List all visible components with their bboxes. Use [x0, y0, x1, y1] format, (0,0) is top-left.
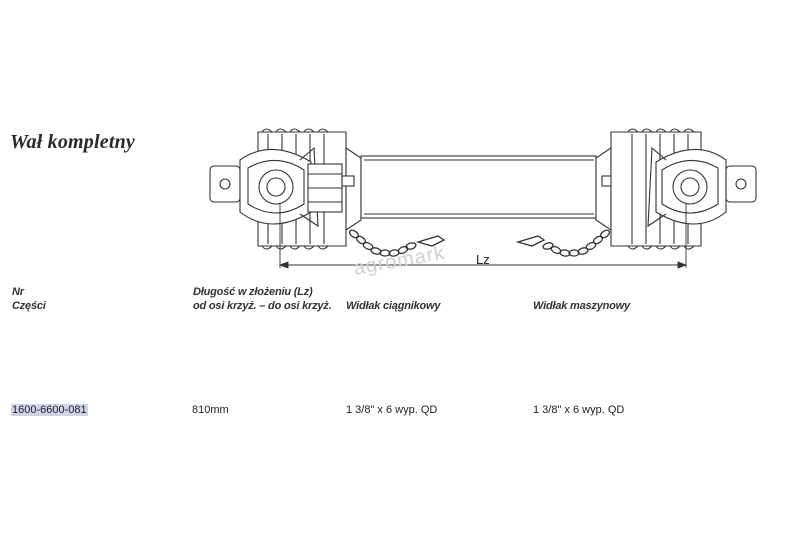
page-title: Wał kompletny: [10, 131, 136, 153]
cell-tractor-yoke: 1 3/8" x 6 wyp. QD: [346, 404, 438, 416]
lz-dimension-line: [278, 204, 688, 269]
cell-part-no[interactable]: 1600-6600-081: [11, 404, 88, 416]
header-part-no-line2: Części: [12, 300, 46, 312]
cell-machine-yoke: 1 3/8" x 6 wyp. QD: [533, 404, 625, 416]
header-length: Długość w złożeniu (Lz) od osi krzyż. – …: [193, 285, 332, 313]
header-length-line2: od osi krzyż. – do osi krzyż.: [193, 300, 332, 312]
lz-dimension-label: Lz: [476, 252, 490, 267]
right-safety-chain: [515, 229, 611, 257]
table-row: 1600-6600-081: [11, 403, 88, 417]
header-part-no: Nr Części: [12, 285, 46, 313]
center-tube: [360, 155, 597, 219]
right-yoke: [647, 146, 757, 228]
pto-shaft-drawing: Lz: [209, 128, 757, 269]
header-length-line1: Długość w złożeniu (Lz): [193, 286, 313, 298]
header-machine-yoke: Widłak maszynowy: [533, 300, 630, 312]
left-joint-housing: [307, 146, 362, 232]
left-yoke: [209, 146, 319, 228]
header-tractor-yoke: Widłak ciągnikowy: [346, 300, 441, 312]
cell-length: 810mm: [192, 404, 229, 416]
left-safety-chain: [348, 229, 446, 257]
header-part-no-line1: Nr: [12, 286, 24, 298]
